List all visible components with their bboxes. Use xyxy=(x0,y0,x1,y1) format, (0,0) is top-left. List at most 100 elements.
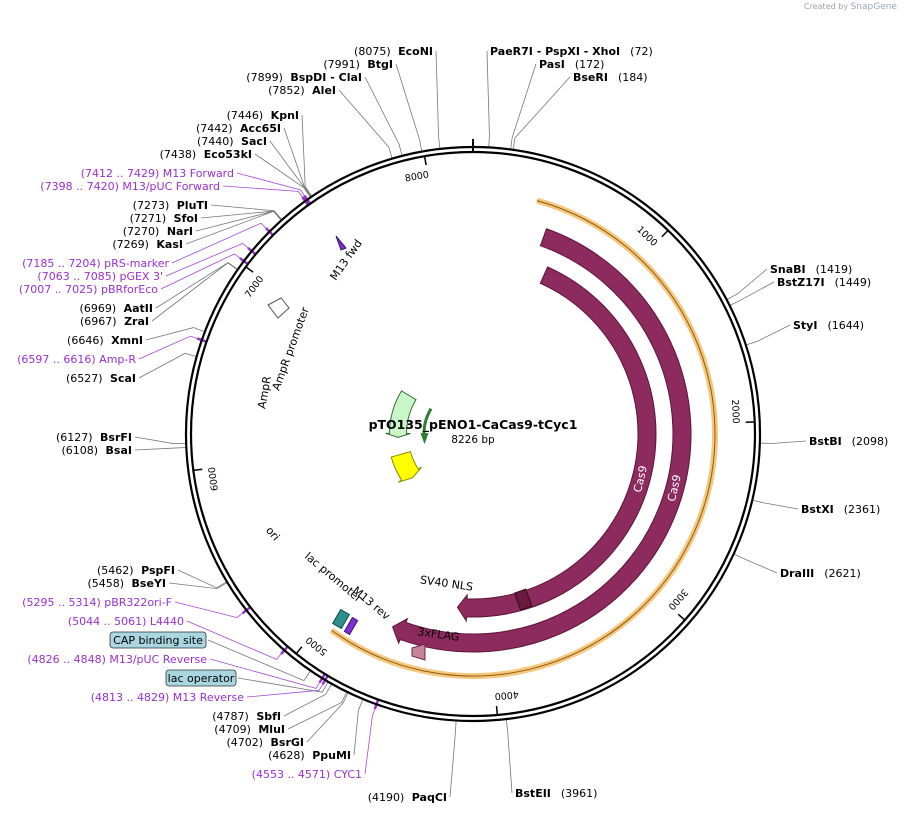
enzyme-label: (5458) BseYI xyxy=(87,577,166,590)
enzyme-label: (7442) Acc65I xyxy=(196,122,281,135)
lac-promoter-feature xyxy=(331,608,351,630)
leader-line xyxy=(210,204,282,220)
primer-label: (7412 .. 7429) M13 Forward xyxy=(81,167,234,180)
primer-label: (4813 .. 4829) M13 Reverse xyxy=(91,691,244,704)
primer-label: (7398 .. 7420) M13/pUC Forward xyxy=(40,180,220,193)
enzyme-name: BsrGI xyxy=(271,736,304,749)
enzyme-position: (7440) xyxy=(197,135,237,148)
enzyme-label: (4709) MluI xyxy=(214,723,285,736)
ampr-orf-head xyxy=(420,433,429,445)
enzyme-name: PpuMI xyxy=(312,749,351,762)
leader-line xyxy=(435,50,441,148)
enzyme-label: (6967) ZraI xyxy=(80,315,149,328)
enzyme-position: (2098) xyxy=(852,435,889,448)
enzyme-label: (6527) ScaI xyxy=(66,372,136,385)
enzyme-position: (7270) xyxy=(123,225,163,238)
cas9-inner-feature xyxy=(456,266,657,623)
enzyme-label: (8075) EcoNI xyxy=(354,45,433,58)
enzyme-position: (6527) xyxy=(66,372,106,385)
cas9-inner-label: Cas9 xyxy=(631,464,650,493)
primer-label: (7007 .. 7025) pBRforEco xyxy=(19,283,158,296)
boxed-feature-label: CAP binding site xyxy=(113,634,203,647)
plasmid-size: 8226 bp xyxy=(451,434,495,446)
enzyme-label: StyI(1644) xyxy=(793,319,864,332)
leader-line xyxy=(177,569,227,589)
snapgene-brand: SnapGene xyxy=(850,2,897,12)
tick-label: 6000 xyxy=(207,466,221,491)
enzyme-position: (6646) xyxy=(67,334,107,347)
cas9-orf-line xyxy=(331,200,716,677)
enzyme-name: BstBI xyxy=(809,435,842,448)
cas9-outer-feature-shape xyxy=(391,228,692,653)
enzyme-position: (7273) xyxy=(133,199,173,212)
ampr-feature xyxy=(385,390,417,438)
leader-line xyxy=(510,63,537,149)
leader-line xyxy=(753,499,799,510)
credit-prefix: Created by xyxy=(804,2,849,11)
enzyme-name: KpnI xyxy=(271,109,299,122)
enzyme-position: (7991) xyxy=(323,58,363,71)
cas9-inner-feature-shape xyxy=(456,266,657,623)
enzyme-position: (5458) xyxy=(87,577,127,590)
primer-label: (7063 .. 7085) pGEX 3' xyxy=(37,270,163,283)
leader-line xyxy=(174,601,246,619)
enzyme-name: ScaI xyxy=(110,372,136,385)
enzyme-label: (7273) PluTI xyxy=(133,199,208,212)
leader-line xyxy=(301,114,312,196)
leader-line xyxy=(730,281,775,306)
enzyme-name: BstXI xyxy=(801,503,834,516)
tick-label: 3000 xyxy=(666,586,690,611)
ori-feature xyxy=(390,451,423,483)
enzyme-name: PasI xyxy=(539,58,565,71)
enzyme-label: BstZ17I(1449) xyxy=(777,276,871,289)
enzyme-position: (4787) xyxy=(212,710,252,723)
enzyme-position: (7271) xyxy=(130,212,170,225)
enzyme-name: EcoNI xyxy=(398,45,433,58)
leader-line xyxy=(283,127,311,197)
leader-line xyxy=(353,699,363,756)
enzyme-name: NarI xyxy=(167,225,193,238)
enzyme-position: (6127) xyxy=(56,431,96,444)
enzyme-name: PluTI xyxy=(177,199,208,212)
enzyme-label: (7991) BtgI xyxy=(323,58,393,71)
enzyme-name: StyI xyxy=(793,319,817,332)
ori-label: ori xyxy=(263,524,282,543)
leader-line xyxy=(207,639,311,682)
tick-mark xyxy=(193,468,203,472)
enzyme-name: SnaBI xyxy=(770,263,806,276)
tick-mark xyxy=(495,705,499,716)
site-labels: PaeR7I - PspXI - XhoI(72)PasI(172)BseRI(… xyxy=(17,45,888,804)
enzyme-position: (172) xyxy=(575,58,605,71)
enzyme-position: (6108) xyxy=(61,444,101,457)
enzyme-position: (2621) xyxy=(824,567,861,580)
enzyme-name: ZraI xyxy=(124,315,149,328)
enzyme-position: (5462) xyxy=(97,564,137,577)
enzyme-name: AleI xyxy=(312,84,336,97)
enzyme-name: PaqCI xyxy=(412,791,447,804)
flag-label: 3xFLAG xyxy=(417,625,460,644)
ampr-promoter-feature xyxy=(267,297,290,319)
leader-line xyxy=(505,720,513,794)
tick-label: 5000 xyxy=(304,634,330,658)
enzyme-name: BseYI xyxy=(132,577,166,590)
enzyme-label: (7438) Eco53kI xyxy=(160,148,252,161)
tick-label: 2000 xyxy=(729,399,741,424)
leader-line xyxy=(449,721,457,798)
ampr-feature-shape xyxy=(385,390,417,438)
enzyme-label: BstBI (2098) xyxy=(809,435,888,448)
tick-mark xyxy=(423,156,427,166)
enzyme-position: (8075) xyxy=(354,45,394,58)
tick-mark xyxy=(295,646,303,655)
enzyme-position: (7442) xyxy=(196,122,236,135)
enzyme-label: (7852) AleI xyxy=(268,84,336,97)
leader-line xyxy=(145,327,205,341)
m13-rev-feature xyxy=(343,616,359,636)
leader-line xyxy=(364,705,377,775)
enzyme-position: (4702) xyxy=(226,736,266,749)
enzyme-name: MluI xyxy=(258,723,285,736)
primer-label: (5044 .. 5061) L4440 xyxy=(68,615,184,628)
enzyme-name: AatII xyxy=(124,302,153,315)
enzyme-label: PaeR7I - PspXI - XhoI(72) xyxy=(490,45,653,58)
label-leader-lines xyxy=(134,50,807,798)
